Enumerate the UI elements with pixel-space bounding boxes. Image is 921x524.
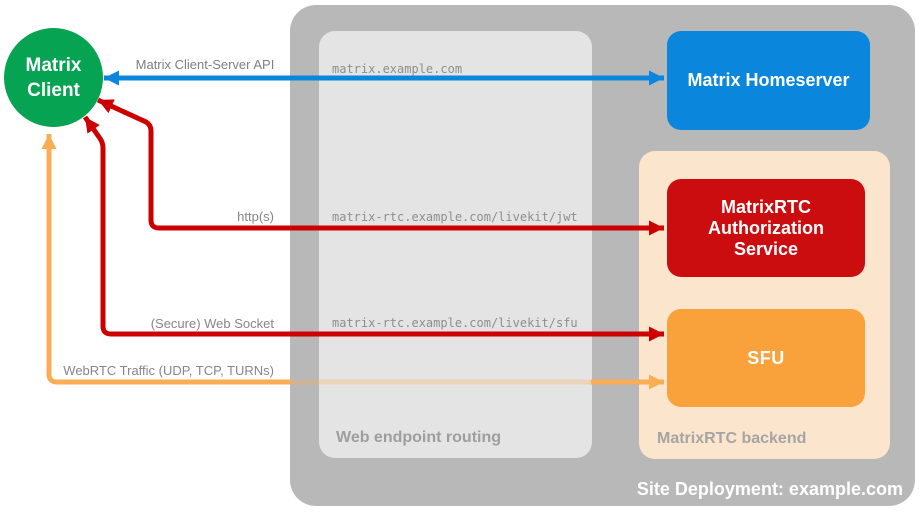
endpoint-livekit-jwt: matrix-rtc.example.com/livekit/jwt [332,210,578,224]
web-endpoint-routing-box [319,31,592,458]
site-deployment-caption: Site Deployment: example.com [636,479,903,499]
sfu-label: SFU [747,347,785,368]
web-endpoint-routing-caption: Web endpoint routing [336,429,502,446]
matrix-client-label: Matrix Client [25,54,82,101]
matrixrtc-authorization-service-label: MatrixRTC Authorization Service [708,196,824,259]
client-server-api-label: Matrix Client-Server API [135,57,275,72]
sfu-node: SFU [667,309,865,407]
matrix-client-node: Matrix Client [4,28,103,127]
https-label: http(s) [237,209,274,224]
webrtc-traffic-arrow [41,134,291,385]
matrix-homeserver-node: Matrix Homeserver [667,31,870,130]
matrix-homeserver-label: Matrix Homeserver [687,70,850,90]
matrixrtc-authorization-service-node: MatrixRTC Authorization Service [667,179,865,277]
webrtc-traffic-label: WebRTC Traffic (UDP, TCP, TURNs) [63,363,274,378]
endpoint-matrix-domain: matrix.example.com [332,62,463,76]
websocket-label: (Secure) Web Socket [150,316,274,331]
endpoint-livekit-sfu: matrix-rtc.example.com/livekit/sfu [332,316,578,330]
matrixrtc-backend-caption: MatrixRTC backend [657,430,807,447]
